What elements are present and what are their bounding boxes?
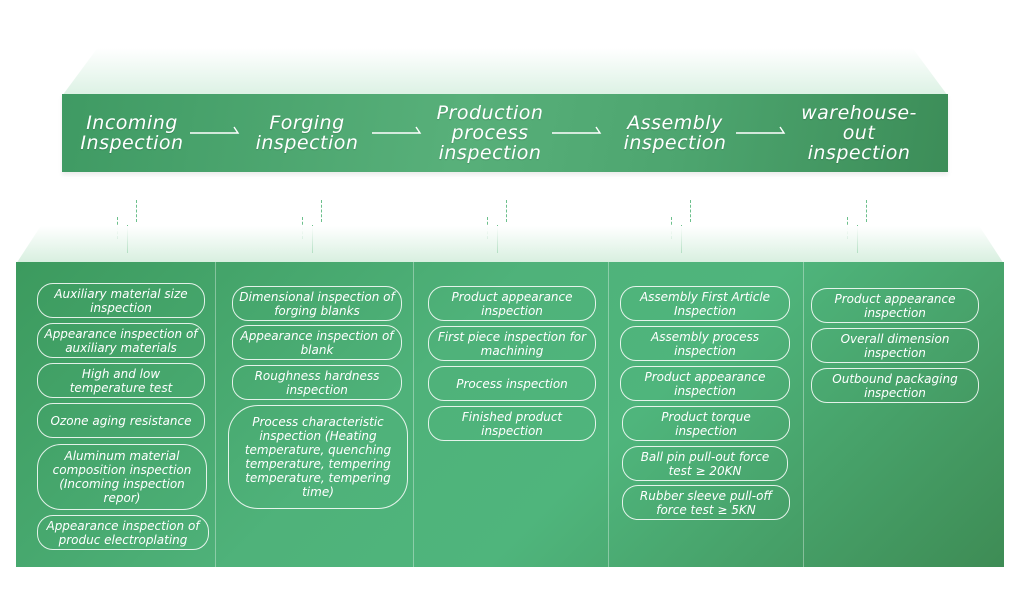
stage-label: Production process inspection	[436, 102, 544, 164]
inspection-item-label: Process characteristic inspection (Heati…	[244, 415, 392, 499]
inspection-item-label: Assembly First Article Inspection	[639, 289, 771, 318]
stage-label: Incoming Inspection	[80, 112, 184, 154]
connector-line	[690, 200, 691, 222]
stage-incoming-inspection: Incoming Inspection	[72, 94, 192, 172]
inspection-item-label: Outbound packaging inspection	[832, 371, 958, 400]
connector-line	[866, 200, 867, 222]
inspection-item: Dimensional inspection of forging blanks	[232, 286, 402, 321]
panel-top-face	[16, 226, 1004, 264]
arrow-right-icon	[736, 124, 790, 138]
inspection-item: Aluminum material composition inspection…	[37, 444, 207, 510]
inspection-item-label: Overall dimension inspection	[840, 331, 950, 360]
connector-line	[136, 200, 137, 222]
column-divider	[608, 262, 609, 567]
header-band-top-face	[62, 48, 948, 96]
inspection-item-label: Auxiliary material size inspection	[54, 286, 188, 315]
inspection-item-label: Dimensional inspection of forging blanks	[239, 289, 395, 318]
inspection-item-label: Product appearance inspection	[644, 369, 766, 398]
inspection-item: Auxiliary material size inspection	[37, 283, 205, 318]
arrow-right-icon	[190, 124, 244, 138]
inspection-item: Process characteristic inspection (Heati…	[228, 405, 408, 509]
inspection-item-label: Rubber sleeve pull-off force test ≥ 5KN	[639, 488, 773, 517]
inspection-item: Overall dimension inspection	[811, 328, 979, 363]
inspection-item-label: Appearance inspection of blank	[240, 328, 394, 357]
inspection-item: High and low temperature test	[37, 363, 205, 398]
inspection-item-label: First piece inspection for machining	[437, 329, 587, 358]
inspection-item-label: Product torque inspection	[661, 409, 751, 438]
inspection-item-label: Appearance inspection of auxiliary mater…	[44, 326, 198, 355]
inspection-item: Appearance inspection of auxiliary mater…	[37, 323, 205, 358]
inspection-item-label: Roughness hardness inspection	[254, 368, 380, 397]
inspection-item-label: High and low temperature test	[69, 366, 173, 395]
inspection-item-label: Assembly process inspection	[650, 329, 760, 358]
stage-production-process-inspection: Production process inspection	[428, 94, 552, 172]
inspection-item: Roughness hardness inspection	[232, 365, 402, 400]
stage-label: Assembly inspection	[623, 112, 727, 154]
inspection-item-label: Aluminum material composition inspection…	[52, 449, 192, 505]
inspection-item: Finished product inspection	[428, 406, 596, 441]
column-divider	[413, 262, 414, 567]
inspection-item: Product appearance inspection	[620, 366, 790, 401]
inspection-item: Assembly First Article Inspection	[620, 286, 790, 321]
stage-label: Forging inspection	[255, 112, 359, 154]
inspection-item-label: Product appearance inspection	[451, 289, 573, 318]
inspection-items-panel: Auxiliary material size inspection Appea…	[16, 262, 1004, 567]
column-divider	[215, 262, 216, 567]
inspection-item-label: Finished product inspection	[461, 409, 563, 438]
inspection-item: Process inspection	[428, 366, 596, 401]
arrow-right-icon	[552, 124, 606, 138]
inspection-item: Appearance inspection of produc electrop…	[37, 515, 209, 550]
inspection-item: Ball pin pull-out force test ≥ 20KN	[622, 446, 788, 481]
stage-assembly-inspection: Assembly inspection	[616, 94, 734, 172]
inspection-item: Product appearance inspection	[428, 286, 596, 321]
inspection-item-label: Appearance inspection of produc electrop…	[46, 518, 200, 547]
inspection-item: First piece inspection for machining	[428, 326, 596, 361]
connector-line	[321, 200, 322, 222]
inspection-item-label: Process inspection	[456, 376, 568, 391]
stage-label: warehouse- out inspection	[801, 102, 917, 164]
column-divider	[803, 262, 804, 567]
stage-warehouse-out-inspection: warehouse- out inspection	[792, 94, 926, 172]
inspection-item: Ozone aging resistance	[37, 403, 205, 438]
inspection-item: Product torque inspection	[622, 406, 790, 441]
arrow-right-icon	[372, 124, 426, 138]
inspection-item: Product appearance inspection	[811, 288, 979, 323]
connector-line	[506, 200, 507, 222]
inspection-item: Rubber sleeve pull-off force test ≥ 5KN	[622, 485, 790, 520]
inspection-item-label: Ball pin pull-out force test ≥ 20KN	[640, 449, 770, 478]
inspection-item-label: Product appearance inspection	[834, 291, 956, 320]
inspection-item-label: Ozone aging resistance	[50, 413, 192, 428]
inspection-item: Assembly process inspection	[620, 326, 790, 361]
stage-forging-inspection: Forging inspection	[246, 94, 368, 172]
inspection-item: Outbound packaging inspection	[811, 368, 979, 403]
inspection-item: Appearance inspection of blank	[232, 325, 402, 360]
process-stage-band: Incoming Inspection Forging inspection P…	[62, 94, 948, 172]
